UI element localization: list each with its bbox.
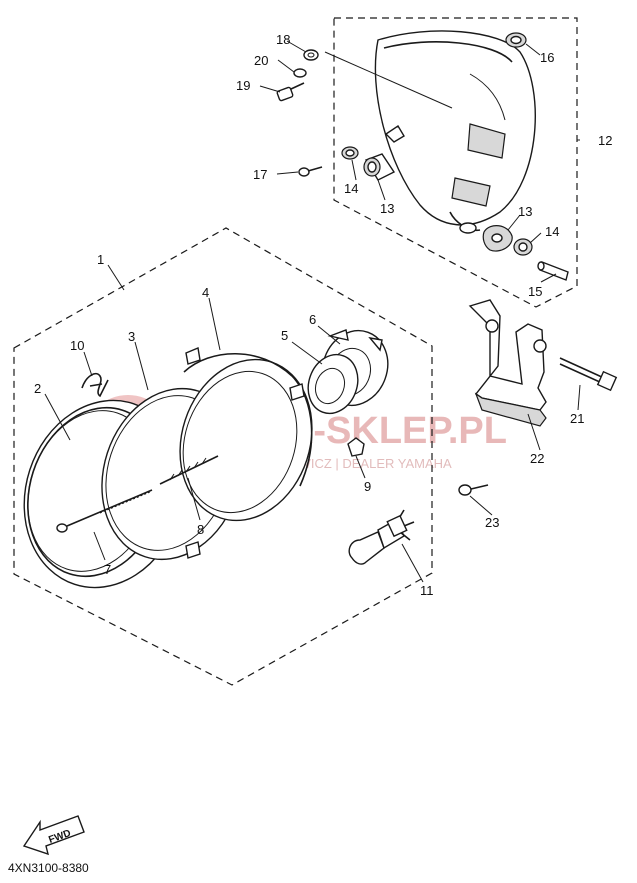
part-bolt-21 xyxy=(559,357,618,392)
callout-11: 11 xyxy=(420,583,434,598)
callout-17: 17 xyxy=(253,167,267,182)
callout-5: 5 xyxy=(281,328,288,343)
callout-1: 1 xyxy=(97,252,104,267)
callout-18: 18 xyxy=(276,32,290,47)
callout-3: 3 xyxy=(128,329,135,344)
part-bolt-19 xyxy=(276,82,305,102)
callout-9: 9 xyxy=(364,479,371,494)
callout-numbers: 1 2 3 4 5 6 7 8 9 10 11 12 13 13 14 14 1… xyxy=(34,32,612,598)
part-spring-8 xyxy=(159,455,219,485)
part-screw-7 xyxy=(56,489,153,533)
callout-8: 8 xyxy=(197,522,204,537)
callout-14-left: 14 xyxy=(344,181,358,196)
callout-10: 10 xyxy=(70,338,84,353)
callout-2: 2 xyxy=(34,381,41,396)
leader-lines xyxy=(44,40,581,583)
part-clip-10 xyxy=(81,372,109,398)
callout-6: 6 xyxy=(309,312,316,327)
callout-7: 7 xyxy=(104,562,111,577)
callout-16: 16 xyxy=(540,50,554,65)
part-grommet-16 xyxy=(505,32,527,48)
callout-19: 19 xyxy=(236,78,250,93)
fwd-arrow-icon: FWD xyxy=(22,815,85,856)
part-socket-5 xyxy=(307,353,359,415)
callout-13-left: 13 xyxy=(380,201,394,216)
part-grommet-13-right xyxy=(482,225,513,252)
callout-23: 23 xyxy=(485,515,499,530)
callout-22: 22 xyxy=(530,451,544,466)
unit-assembly-outline xyxy=(13,227,433,686)
diagram-code: 4XN3100-8380 xyxy=(8,861,89,875)
part-bracket-22 xyxy=(468,299,547,427)
callout-20: 20 xyxy=(254,53,268,68)
callout-12: 12 xyxy=(598,133,612,148)
part-collar-14-right xyxy=(513,238,533,256)
part-bush-15 xyxy=(537,261,569,281)
case-group-outline xyxy=(333,17,578,308)
callout-13-right: 13 xyxy=(518,204,532,219)
headlight-case xyxy=(374,30,536,234)
part-nut-18 xyxy=(303,49,319,61)
callout-14-right: 14 xyxy=(545,224,559,239)
callout-4: 4 xyxy=(202,285,209,300)
part-collar-14-left xyxy=(341,146,359,160)
part-reflector-4 xyxy=(179,347,313,559)
part-screw-17 xyxy=(298,166,323,177)
part-nut-9 xyxy=(347,437,365,457)
part-washer-20 xyxy=(293,68,307,78)
part-grommet-13-left xyxy=(363,153,396,181)
part-bulb-11 xyxy=(348,509,415,565)
callout-21: 21 xyxy=(570,411,584,426)
part-bolt-23 xyxy=(458,484,489,496)
callout-15: 15 xyxy=(528,284,542,299)
